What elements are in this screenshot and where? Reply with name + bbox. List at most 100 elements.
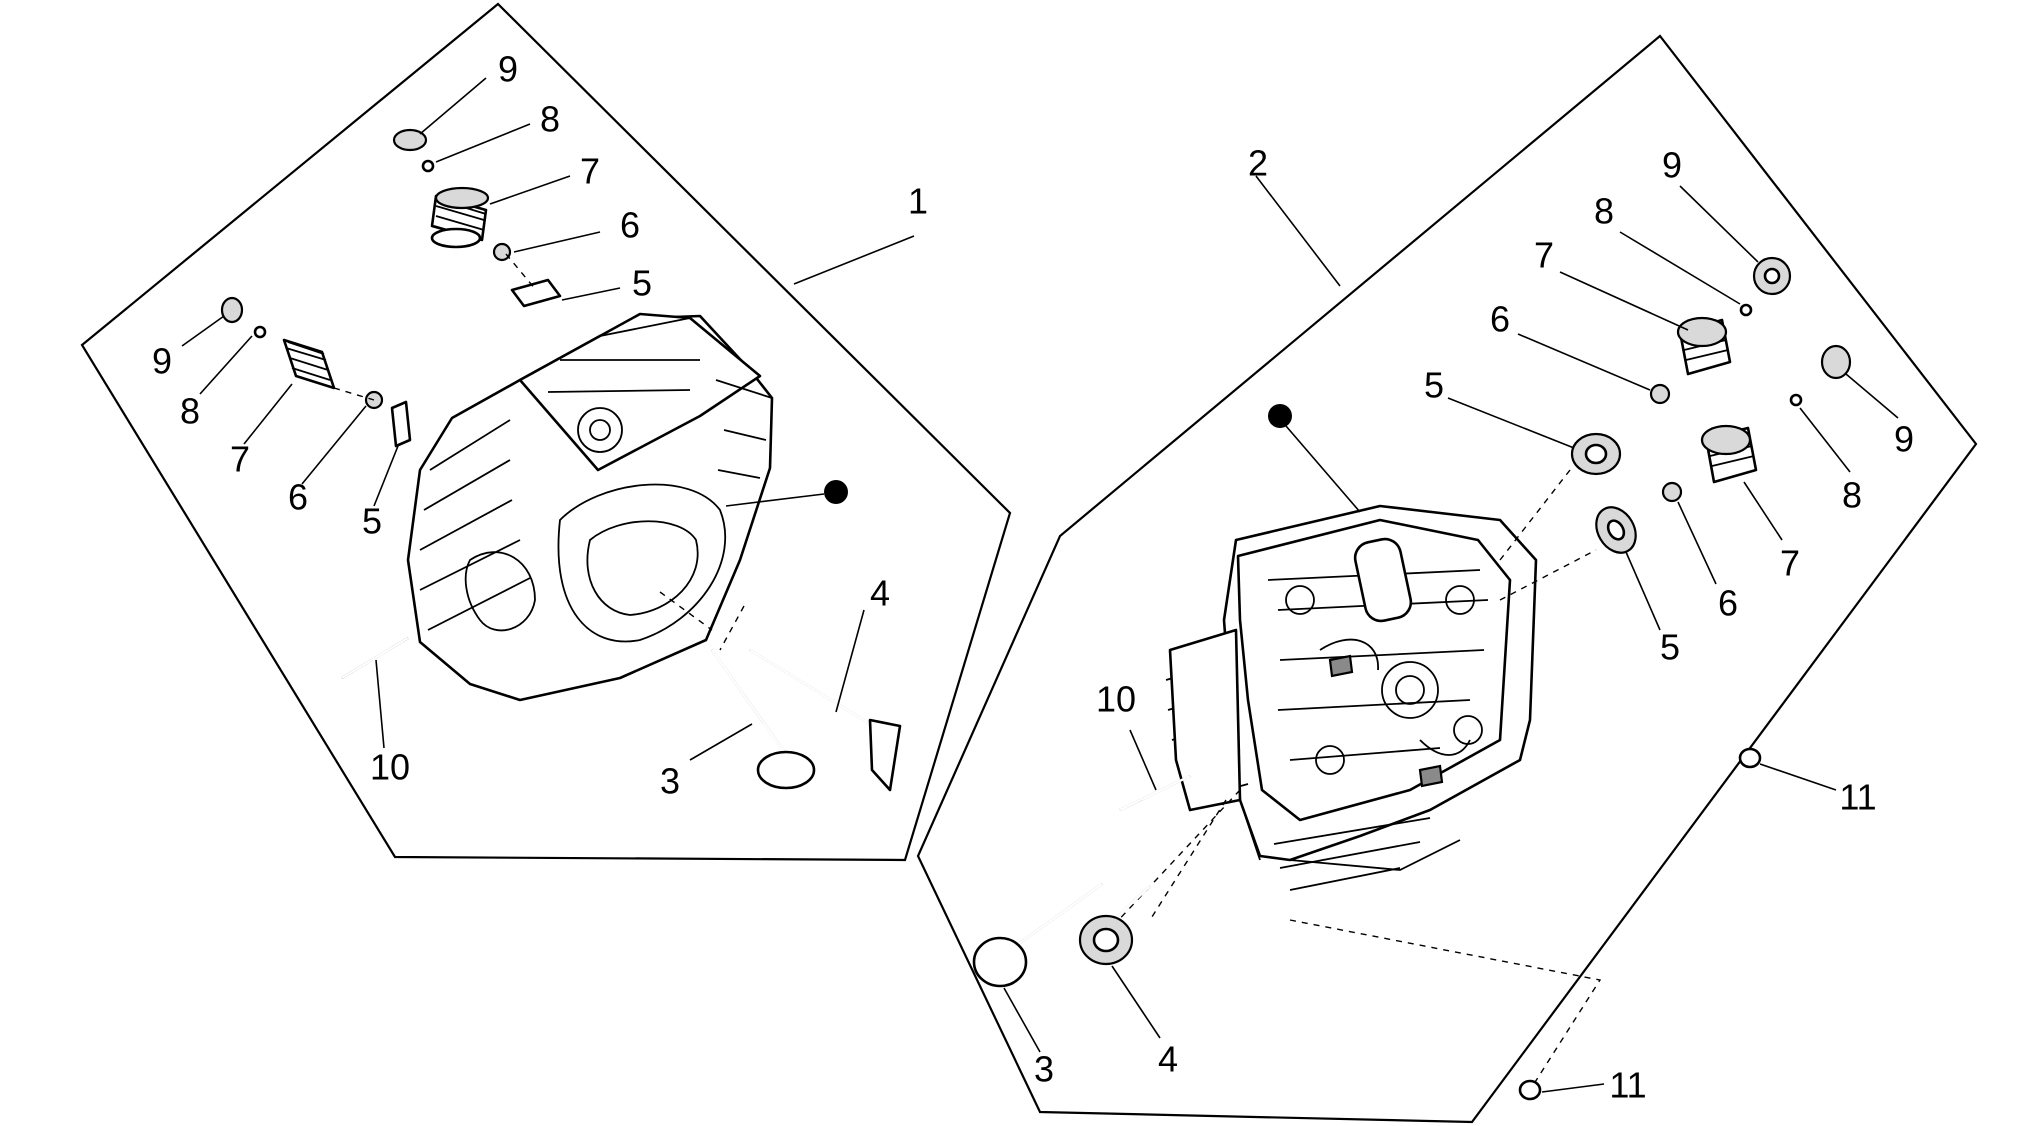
group-2-spring-7a [1676, 316, 1732, 376]
group-2-leader-6b [1677, 501, 1717, 585]
group-1-leader-6b [301, 405, 367, 485]
group-1-dot-leader [725, 493, 825, 507]
group-1-seal-5a [510, 278, 562, 308]
callout-label: 9 [152, 341, 172, 382]
group-2-leader-6a [1517, 333, 1651, 391]
group-2-assembly-guide [1499, 469, 1571, 561]
group-2-leader-8b [1799, 407, 1851, 473]
callout-label: 5 [362, 501, 382, 542]
callout-label: 3 [1034, 1049, 1054, 1090]
callout-label: 4 [870, 573, 890, 614]
group-1-leader-9b [181, 315, 225, 347]
group-1-assembly-guide-2 [659, 591, 713, 631]
group-1-leader-8a [435, 123, 531, 163]
callout-label: 8 [1842, 475, 1862, 516]
group-2-leader-2 [1255, 175, 1341, 287]
group-1-cotter-8a [421, 159, 435, 173]
group-2-leader-3 [1003, 987, 1041, 1053]
group-1-cylinder-head [406, 312, 774, 702]
group-2-assembly-guide-3 [1099, 789, 1241, 941]
group-1-assembly: 1 9 8 7 6 5 9 8 7 6 5 4 3 10 [80, 2, 1012, 862]
callout-label: 11 [1609, 1065, 1646, 1106]
group-2-reference-dot [1268, 404, 1292, 428]
group-2-label: 2 [1248, 143, 1268, 184]
callout-label: 7 [230, 439, 250, 480]
group-1-boundary [80, 2, 1012, 862]
callout-label: 7 [1534, 235, 1554, 276]
group-2-dowel-pin-10 [1119, 774, 1191, 812]
group-2-spring-7b [1700, 424, 1758, 484]
group-2-valve-3 [972, 883, 1103, 988]
group-1-assembly-guide-3 [505, 253, 537, 291]
group-1-leader-7b [243, 383, 293, 445]
callout-label: 7 [580, 151, 600, 192]
group-1-reference-dot [824, 480, 848, 504]
group-2-plug-11b [1518, 1079, 1542, 1101]
group-1-seat-6a [492, 242, 512, 262]
group-1-leader-9a [419, 77, 487, 135]
callout-label: 8 [540, 99, 560, 140]
callout-label: 6 [288, 477, 308, 518]
group-2-assembly-guide-5 [1289, 919, 1602, 1091]
group-1-leader-4 [835, 609, 865, 713]
group-1-label: 1 [908, 181, 928, 222]
group-2-plug-11a [1738, 747, 1762, 769]
callout-label: 10 [370, 747, 410, 788]
group-2-leader-9b [1845, 373, 1899, 419]
group-2-seat-6b [1661, 481, 1683, 503]
group-2-leader-5a [1447, 397, 1575, 449]
group-1-leader-1 [793, 235, 915, 285]
callout-label: 7 [1780, 543, 1800, 584]
group-1-upper-valve-train [392, 128, 562, 308]
group-2-retainer-9b [1820, 344, 1852, 380]
group-2-right-valve-train [1595, 344, 1852, 554]
callout-label: 9 [1894, 419, 1914, 460]
callout-label: 9 [498, 49, 518, 90]
group-2-boundary [916, 34, 1978, 1124]
group-1-dowel-pin-10 [341, 636, 409, 680]
callout-label: 5 [632, 263, 652, 304]
group-1-seal-5b [390, 400, 412, 448]
group-2-upper-valve-train [1570, 256, 1792, 476]
group-1-spring-7b [282, 338, 336, 390]
callout-label: 9 [1662, 145, 1682, 186]
group-1-leader-8b [199, 335, 253, 395]
group-1-retainer-9a [392, 128, 428, 152]
group-1-retainer-9b [220, 296, 244, 324]
callout-label: 5 [1424, 365, 1444, 406]
group-2-leader-10 [1129, 729, 1157, 791]
group-2-assembly: 2 9 8 7 6 5 9 8 7 6 5 10 11 11 3 4 [916, 34, 1978, 1124]
group-1-left-valve-train [220, 296, 412, 448]
group-2-leader-5b [1625, 551, 1661, 631]
group-2-cotter-8a [1739, 303, 1753, 317]
group-2-leader-7b [1743, 481, 1783, 541]
callout-label: 11 [1839, 777, 1876, 818]
group-2-leader-4 [1111, 965, 1161, 1039]
group-1-leader-7a [489, 175, 571, 205]
group-1-leader-3 [689, 723, 753, 761]
group-1-cotter-8b [253, 325, 267, 339]
callout-label: 8 [180, 391, 200, 432]
group-1-leader-5b [373, 445, 399, 507]
group-1-leader-6a [513, 231, 601, 253]
callout-label: 6 [1718, 583, 1738, 624]
group-1-assembly-guide [719, 605, 745, 651]
group-1-leader-5a [561, 287, 621, 301]
group-1-leader-10 [375, 659, 385, 749]
group-2-dot-leader [1285, 425, 1361, 513]
group-1-valve-4 [749, 648, 902, 792]
group-2-leader-9a [1679, 185, 1759, 263]
group-2-seal-5b [1595, 506, 1637, 554]
group-2-cotter-8b [1789, 393, 1803, 407]
group-2-leader-11b [1541, 1083, 1605, 1093]
callout-label: 4 [1158, 1039, 1178, 1080]
group-2-leader-11a [1759, 763, 1837, 791]
callout-label: 10 [1096, 679, 1136, 720]
group-2-leader-7a [1559, 271, 1689, 331]
callout-label: 6 [1490, 299, 1510, 340]
group-1-valve-3 [711, 649, 816, 790]
group-2-seal-5a [1570, 432, 1622, 476]
group-2-cylinder-head [1165, 504, 1538, 891]
callout-label: 8 [1594, 191, 1614, 232]
